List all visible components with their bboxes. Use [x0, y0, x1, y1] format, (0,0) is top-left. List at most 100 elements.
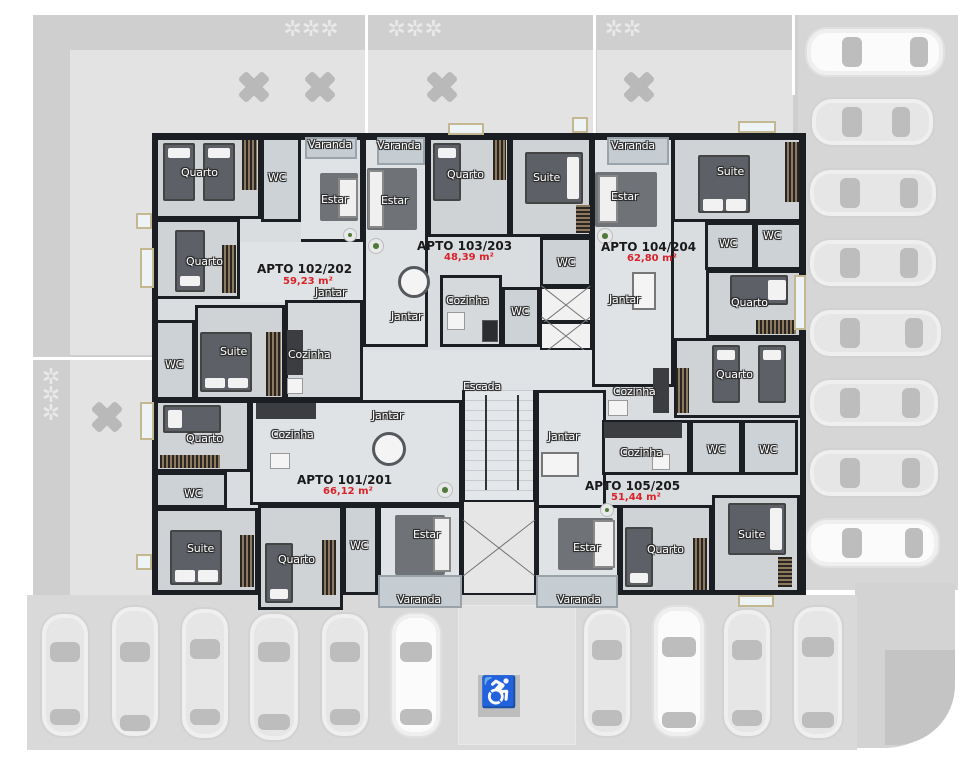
planter-icon: [303, 70, 337, 104]
parked-car: [180, 607, 230, 740]
room-label: Cozinha: [446, 294, 489, 307]
window: [140, 402, 154, 440]
bed-icon: [163, 405, 221, 433]
room-wc: [705, 222, 755, 270]
room-label: Varanda: [557, 593, 601, 606]
apartment-area: 51,44 m²: [611, 492, 661, 503]
plant-icon: [600, 503, 614, 517]
bed-icon: [163, 143, 195, 201]
wardrobe: [322, 540, 336, 595]
varanda: [377, 137, 425, 165]
fridge-icon: [287, 378, 303, 394]
room-label: Cozinha: [620, 446, 663, 459]
room-label: Varanda: [611, 139, 655, 152]
wardrobe: [576, 205, 590, 233]
varanda: [305, 137, 357, 159]
parked-car: [808, 448, 940, 498]
sofa-icon: [338, 178, 358, 218]
window: [738, 121, 776, 133]
varanda: [607, 137, 669, 165]
stairs-label: Escada: [463, 380, 501, 393]
apartment-title: APTO 104/204: [601, 240, 697, 254]
parked-car: [808, 308, 943, 358]
bed-icon: [265, 543, 293, 603]
parked-car: [808, 378, 940, 428]
wardrobe: [785, 142, 799, 202]
room-label: Varanda: [377, 139, 421, 152]
wardrobe: [756, 320, 796, 334]
room-label: WC: [165, 358, 184, 371]
bed-icon: [433, 143, 461, 201]
stove-icon: [482, 320, 498, 342]
fridge-icon: [652, 454, 670, 470]
room-label: Cozinha: [613, 385, 656, 398]
parked-car: [805, 518, 940, 568]
room-label: WC: [763, 229, 782, 242]
planter-icon: [622, 70, 656, 104]
bed-icon: [203, 143, 235, 201]
parked-car: [808, 238, 938, 288]
counter: [256, 403, 316, 419]
planter-icon: [425, 70, 459, 104]
room-label: Quarto: [716, 368, 753, 381]
wardrobe: [222, 245, 236, 293]
room-label: Quarto: [181, 166, 218, 179]
room-label: Suite: [187, 542, 215, 555]
room-label: Suite: [717, 165, 745, 178]
room-label: Estar: [611, 190, 639, 203]
lot-divider: [593, 15, 596, 135]
room-label: Varanda: [308, 138, 352, 151]
room-label: WC: [268, 171, 287, 184]
apartment-title: APTO 103/203: [417, 239, 513, 253]
room-label: Quarto: [647, 543, 684, 556]
parking-bottom: [27, 595, 857, 750]
room-jantar: [240, 242, 363, 302]
counter: [604, 422, 682, 438]
dining-table-icon: [398, 266, 430, 298]
room-label: WC: [184, 487, 203, 500]
parked-car: [110, 605, 160, 738]
varanda: [378, 575, 462, 608]
room-label: WC: [511, 305, 530, 318]
room-label: Estar: [413, 528, 441, 541]
apartment-area: 59,23 m²: [283, 276, 333, 287]
apartment-area: 66,12 m²: [323, 486, 373, 497]
room-wc: [755, 222, 802, 270]
lawn-top-mid: [368, 50, 593, 135]
parked-car: [805, 27, 945, 77]
room-wc: [742, 420, 798, 475]
room-label: Quarto: [186, 255, 223, 268]
parked-car: [652, 605, 706, 738]
wardrobe: [160, 455, 220, 468]
room-label: Cozinha: [288, 348, 331, 361]
room-label: Jantar: [372, 409, 404, 422]
room-label: Suite: [220, 345, 248, 358]
apartment-title: APTO 101/201: [297, 473, 393, 487]
sofa-icon: [368, 170, 384, 228]
room-wc: [343, 505, 378, 595]
elevator-shaft: [540, 287, 592, 322]
fridge-icon: [608, 400, 628, 416]
parked-car: [582, 608, 632, 738]
room-label: Quarto: [186, 432, 223, 445]
bed-icon: [525, 152, 583, 204]
apartment-title: APTO 105/205: [585, 479, 681, 493]
staircase: [462, 390, 536, 500]
bed-icon: [728, 503, 786, 555]
bed-icon: [698, 155, 750, 213]
room-label: Jantar: [391, 310, 423, 323]
counter: [653, 368, 669, 413]
room-wc: [261, 137, 301, 222]
room-label: Quarto: [731, 296, 768, 309]
bed-icon: [170, 530, 222, 585]
fridge-icon: [270, 453, 290, 469]
parked-car: [390, 612, 442, 738]
window: [136, 554, 152, 570]
room-label: WC: [350, 539, 369, 552]
bed-icon: [730, 275, 788, 305]
wardrobe: [778, 557, 792, 587]
window: [738, 595, 774, 607]
window: [448, 123, 484, 135]
wheelchair-icon: ♿: [478, 675, 520, 717]
room-wc: [155, 472, 227, 508]
